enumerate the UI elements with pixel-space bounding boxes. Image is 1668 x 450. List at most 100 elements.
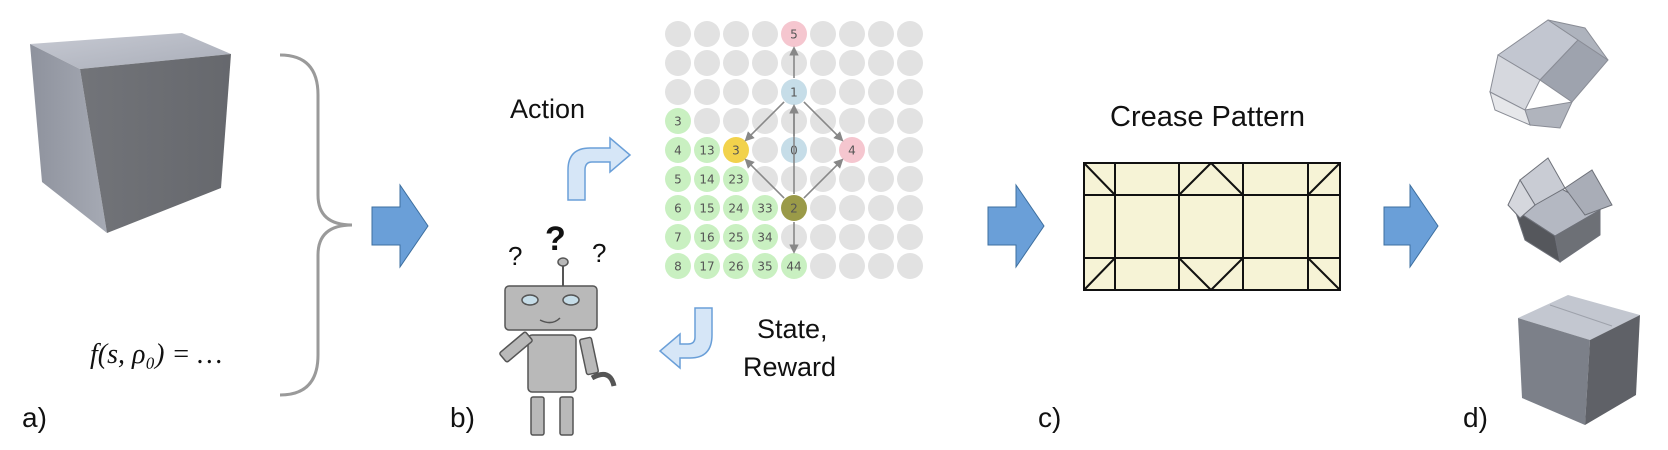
panel-label-d: d) bbox=[1463, 402, 1488, 433]
grid-cell bbox=[839, 166, 865, 192]
grid-cell bbox=[897, 224, 923, 250]
grid-cell bbox=[752, 21, 778, 47]
question-mark-left: ? bbox=[508, 241, 522, 271]
grid-cell-number: 16 bbox=[699, 231, 714, 245]
grid-cell bbox=[665, 50, 691, 76]
robot-arm-left bbox=[499, 331, 533, 363]
grid-cell-number: 26 bbox=[728, 260, 743, 274]
grid-cell bbox=[839, 79, 865, 105]
grid-cell bbox=[723, 166, 749, 192]
grid-cell bbox=[868, 224, 894, 250]
grid-cell-number: 13 bbox=[699, 144, 714, 158]
question-mark-big: ? bbox=[545, 220, 566, 258]
formula-text: f(s, ρ₀) = … bbox=[90, 339, 222, 370]
grid-cell bbox=[752, 195, 778, 221]
robot-eye-right bbox=[562, 294, 580, 306]
grid-cell bbox=[723, 137, 749, 163]
grid-cell-number: 8 bbox=[674, 260, 682, 274]
state-grid: 51341330451423615243327162534817263544 bbox=[665, 21, 923, 279]
panel-b: Action ? ? ? 513413304514236152433271625… bbox=[450, 21, 923, 436]
grid-cell bbox=[868, 166, 894, 192]
grid-cell bbox=[810, 224, 836, 250]
grid-cell bbox=[665, 21, 691, 47]
grid-cell-number: 4 bbox=[848, 144, 856, 158]
grid-cell bbox=[665, 108, 691, 134]
folded-cube-render bbox=[1518, 295, 1640, 425]
panel-d: d) bbox=[1463, 19, 1640, 433]
grid-cell-number: 25 bbox=[728, 231, 743, 245]
grid-cell bbox=[694, 79, 720, 105]
grid-cell bbox=[694, 224, 720, 250]
state-label-line2: Reward bbox=[743, 352, 836, 382]
grid-cell bbox=[868, 79, 894, 105]
grid-cell bbox=[897, 137, 923, 163]
grid-cell bbox=[810, 137, 836, 163]
grid-cell bbox=[752, 50, 778, 76]
grid-cell bbox=[665, 79, 691, 105]
grid-cell-number: 35 bbox=[757, 260, 772, 274]
grid-cell-number: 23 bbox=[728, 173, 743, 187]
panel-label-a: a) bbox=[22, 402, 47, 433]
panel-label-b: b) bbox=[450, 402, 475, 433]
grid-cell bbox=[868, 108, 894, 134]
grid-cell bbox=[752, 137, 778, 163]
curly-brace bbox=[279, 53, 353, 397]
state-curved-arrow bbox=[658, 307, 713, 370]
grid-cell bbox=[665, 253, 691, 279]
transition-arrow bbox=[803, 158, 844, 199]
grid-cell bbox=[723, 253, 749, 279]
grid-cell bbox=[694, 166, 720, 192]
grid-cell bbox=[897, 21, 923, 47]
grid-cell bbox=[897, 50, 923, 76]
action-curved-arrow bbox=[567, 136, 632, 201]
grid-cell bbox=[839, 253, 865, 279]
transition-arrow bbox=[744, 158, 785, 199]
robot-arm-right bbox=[579, 336, 599, 376]
grid-cell-number: 34 bbox=[757, 231, 772, 245]
grid-cell-number: 2 bbox=[790, 202, 798, 216]
grid-cell-number: 3 bbox=[674, 115, 682, 129]
grid-cell bbox=[694, 50, 720, 76]
robot-leg-right bbox=[559, 396, 574, 436]
grid-cell bbox=[665, 195, 691, 221]
grid-cell bbox=[694, 195, 720, 221]
grid-cell bbox=[839, 108, 865, 134]
grid-cell bbox=[897, 79, 923, 105]
grid-cell bbox=[781, 253, 807, 279]
grid-cell-number: 6 bbox=[674, 202, 682, 216]
grid-cell-number: 24 bbox=[728, 202, 743, 216]
grid-cell-number: 7 bbox=[674, 231, 682, 245]
robot-body bbox=[527, 334, 577, 393]
grid-cell bbox=[752, 253, 778, 279]
block-arrow-2 bbox=[987, 183, 1045, 269]
grid-cell-number: 5 bbox=[674, 173, 682, 187]
grid-cell bbox=[897, 108, 923, 134]
grid-cell-number: 5 bbox=[790, 28, 798, 42]
grid-cell bbox=[694, 21, 720, 47]
panel-c: Crease Pattern c) bbox=[1038, 101, 1341, 433]
transition-arrow bbox=[803, 101, 844, 142]
robot-leg-left bbox=[530, 396, 545, 436]
grid-cell bbox=[723, 195, 749, 221]
grid-cell-number: 3 bbox=[732, 144, 740, 158]
question-mark-right: ? bbox=[592, 238, 606, 268]
grid-cell bbox=[897, 166, 923, 192]
grid-cell bbox=[839, 50, 865, 76]
grid-cell bbox=[665, 137, 691, 163]
folding-render-1 bbox=[1489, 19, 1609, 129]
robot: ? ? ? bbox=[499, 220, 617, 436]
grid-cell bbox=[839, 137, 865, 163]
crease-pattern-title: Crease Pattern bbox=[1110, 101, 1305, 133]
crease-pattern bbox=[1083, 162, 1341, 291]
grid-cell bbox=[868, 137, 894, 163]
robot-eye-left bbox=[521, 294, 539, 306]
grid-cell bbox=[839, 195, 865, 221]
grid-cell bbox=[723, 108, 749, 134]
grid-cell bbox=[723, 224, 749, 250]
state-label-line1: State, bbox=[757, 314, 828, 344]
grid-cell-number: 4 bbox=[674, 144, 682, 158]
grid-cell bbox=[781, 79, 807, 105]
grid-cell bbox=[839, 21, 865, 47]
grid-cell bbox=[665, 166, 691, 192]
